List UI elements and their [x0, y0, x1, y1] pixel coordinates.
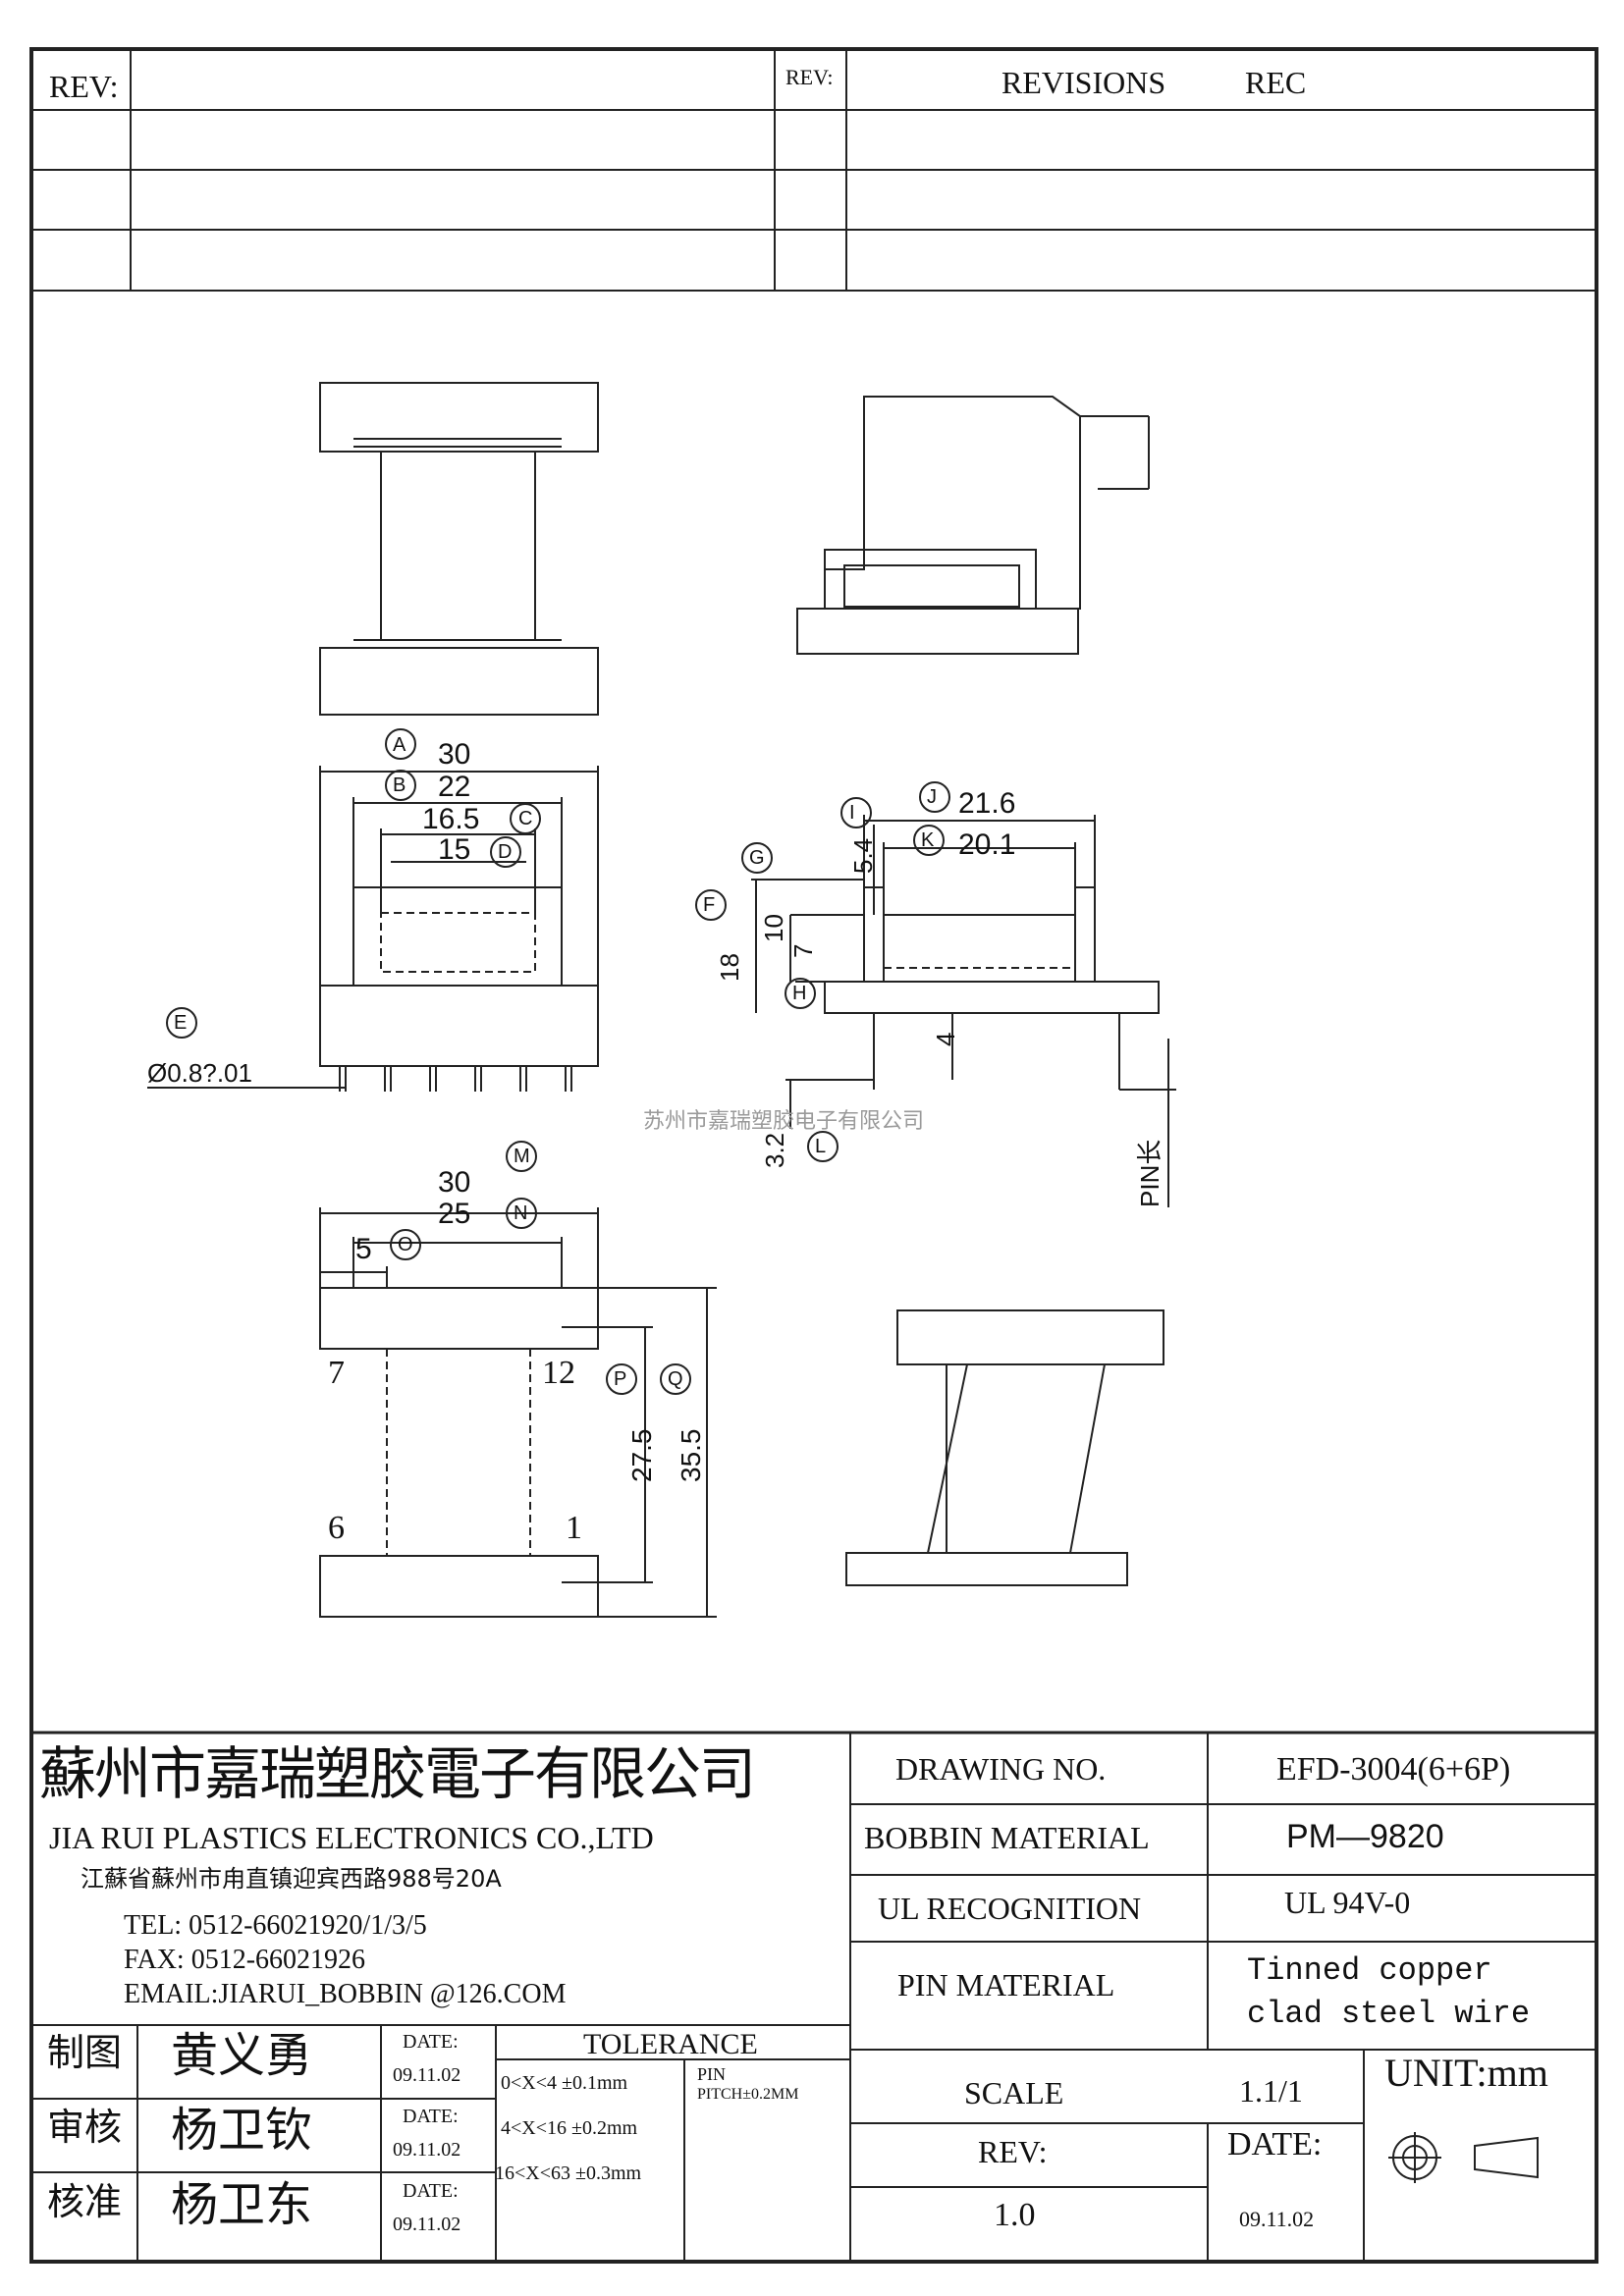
bobbin-material-value: PM—9820: [1286, 1818, 1444, 1855]
pin-12-label: 12: [542, 1355, 575, 1391]
revisions-label: REVISIONS: [1001, 65, 1166, 100]
role-checker-date-label: DATE:: [403, 2106, 459, 2127]
dim-a-value: 30: [438, 738, 471, 771]
role-checker-label: 审核: [47, 2106, 123, 2149]
role-drafter-name: 黄义勇: [171, 2028, 313, 2083]
pin-pitch: PITCH±0.2MM: [697, 2086, 799, 2103]
role-checker-date: 09.11.02: [393, 2139, 461, 2161]
tolerance-row-2: 4<X<16 ±0.2mm: [501, 2117, 638, 2139]
company-tel: TEL: 0512-66021920/1/3/5: [124, 1910, 427, 1941]
drawing-no-label: DRAWING NO.: [895, 1751, 1107, 1787]
marker-l: L: [815, 1136, 827, 1157]
dim-g-value: 10: [759, 914, 788, 942]
dim-b-value: 22: [438, 771, 471, 803]
tolerance-label: TOLERANCE: [583, 2028, 758, 2060]
marker-o: O: [398, 1234, 413, 1255]
dim-four-value: 4: [931, 1032, 960, 1046]
ul-recognition-value: UL 94V-0: [1284, 1885, 1411, 1920]
marker-i: I: [849, 802, 855, 824]
rev-label-2: REV:: [785, 65, 834, 89]
bobbin-material-label: BOBBIN MATERIAL: [864, 1820, 1150, 1855]
role-approver-date: 09.11.02: [393, 2214, 461, 2235]
role-approver-label: 核准: [47, 2180, 123, 2223]
date-value-title: 09.11.02: [1239, 2207, 1315, 2231]
dim-d-value: 15: [438, 833, 471, 866]
ul-recognition-label: UL RECOGNITION: [878, 1891, 1142, 1926]
marker-g: G: [749, 847, 765, 869]
rev-label: REV:: [49, 69, 119, 104]
marker-d: D: [498, 841, 513, 863]
pin-length-label: PIN长: [1135, 1139, 1164, 1207]
pin-material-label: PIN MATERIAL: [897, 1967, 1115, 2002]
tolerance-row-1: 0<X<4 ±0.1mm: [501, 2072, 628, 2094]
dim-o-value: 5: [355, 1233, 372, 1265]
dim-f-value: 18: [715, 953, 744, 982]
company-fax: FAX: 0512-66021926: [124, 1945, 366, 1975]
date-label-title: DATE:: [1227, 2126, 1323, 2163]
drawing-sheet: [29, 47, 1598, 2264]
marker-e: E: [174, 1012, 188, 1034]
company-email: EMAIL:JIARUI_BOBBIN @126.COM: [124, 1979, 567, 2009]
marker-a: A: [393, 734, 406, 756]
marker-m: M: [514, 1146, 530, 1167]
rev-value: 1.0: [994, 2197, 1036, 2233]
dim-j-value: 21.6: [958, 787, 1016, 820]
marker-j: J: [927, 786, 937, 808]
dim-e-value: Ø0.8?.01: [147, 1058, 252, 1088]
dim-i-value: 5.4: [848, 837, 878, 874]
pin-label: PIN: [697, 2064, 727, 2084]
pin-7-label: 7: [328, 1355, 345, 1391]
pin-6-label: 6: [328, 1510, 345, 1546]
scale-label: SCALE: [964, 2075, 1064, 2110]
role-drafter-label: 制图: [47, 2031, 123, 2074]
marker-b: B: [393, 774, 406, 796]
company-name-cn: 蘇州市嘉瑞塑胶電子有限公司: [39, 1740, 756, 1807]
dim-l-value: 3.2: [760, 1132, 789, 1168]
marker-c: C: [518, 808, 533, 829]
pin-material-line-1: Tinned copper: [1247, 1952, 1492, 1989]
dim-p-value: 27.5: [626, 1428, 657, 1483]
marker-p: P: [614, 1368, 627, 1390]
watermark-text: 苏州市嘉瑞塑胶电子有限公司: [643, 1109, 925, 1134]
marker-q: Q: [668, 1368, 683, 1390]
tolerance-row-3: 16<X<63 ±0.3mm: [495, 2163, 642, 2184]
pin-1-label: 1: [566, 1510, 582, 1546]
dim-m-value: 30: [438, 1166, 471, 1199]
company-name-en: JIA RUI PLASTICS ELECTRONICS CO.,LTD: [49, 1820, 654, 1855]
drawing-no-value: EFD-3004(6+6P): [1276, 1751, 1511, 1788]
marker-h: H: [792, 983, 807, 1004]
role-drafter-date: 09.11.02: [393, 2064, 461, 2086]
pin-material-line-2: clad steel wire: [1247, 1996, 1531, 2032]
scale-value: 1.1/1: [1239, 2073, 1303, 2109]
dim-q-value: 35.5: [676, 1428, 706, 1483]
marker-n: N: [514, 1202, 528, 1224]
unit-label: UNIT:mm: [1384, 2051, 1548, 2095]
marker-k: K: [921, 829, 935, 851]
dim-c-value: 16.5: [422, 803, 480, 835]
company-address: 江蘇省蘇州市甪直镇迎宾西路988号20A: [81, 1865, 502, 1893]
dim-n-value: 25: [438, 1198, 471, 1230]
role-approver-name: 杨卫东: [171, 2177, 313, 2232]
rev-label-title: REV:: [978, 2134, 1048, 2169]
dim-k-value: 20.1: [958, 828, 1016, 861]
role-approver-date-label: DATE:: [403, 2180, 459, 2202]
dim-h-value: 7: [788, 943, 818, 958]
rec-label: REC: [1245, 65, 1307, 100]
role-drafter-date-label: DATE:: [403, 2031, 459, 2053]
role-checker-name: 杨卫钦: [171, 2103, 313, 2158]
marker-f: F: [703, 894, 716, 916]
